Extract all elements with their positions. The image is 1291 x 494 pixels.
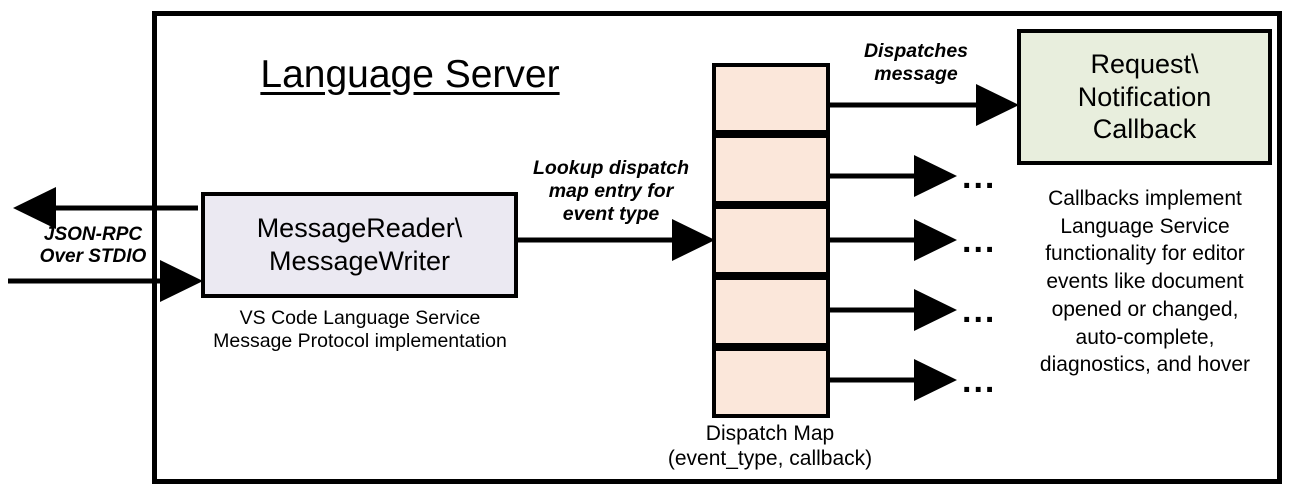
dispatch-map-row[interactable]: [712, 347, 830, 418]
dispatch-map-caption: Dispatch Map (event_type, callback): [667, 422, 873, 470]
message-reader-writer-box[interactable]: MessageReader\ MessageWriter: [201, 192, 518, 298]
dispatch-map-table[interactable]: [712, 63, 830, 418]
dispatches-message-label: Dispatches message: [863, 40, 969, 85]
message-reader-writer-label: MessageReader\ MessageWriter: [256, 213, 463, 276]
request-notification-callback-box[interactable]: Request\ Notification Callback: [1017, 29, 1272, 165]
dispatch-map-row[interactable]: [712, 134, 830, 205]
page-title: Language Server: [260, 53, 560, 96]
dispatch-map-row[interactable]: [712, 205, 830, 276]
message-reader-caption: VS Code Language Service Message Protoco…: [213, 307, 507, 352]
language-server-boundary: [152, 11, 1282, 484]
jsonrpc-transport-label: JSON-RPC Over STDIO: [39, 224, 147, 268]
request-notification-callback-label: Request\ Notification Callback: [1077, 49, 1212, 145]
ellipsis-row-3: ...: [962, 292, 997, 330]
lookup-dispatch-label: Lookup dispatch map entry for event type: [533, 157, 689, 225]
ellipsis-row-4: ...: [962, 362, 997, 400]
callback-description: Callbacks implement Language Service fun…: [1039, 187, 1251, 377]
ellipsis-row-2: ...: [962, 222, 997, 260]
dispatch-map-row[interactable]: [712, 63, 830, 134]
dispatch-map-row[interactable]: [712, 276, 830, 347]
ellipsis-row-1: ...: [962, 158, 997, 196]
